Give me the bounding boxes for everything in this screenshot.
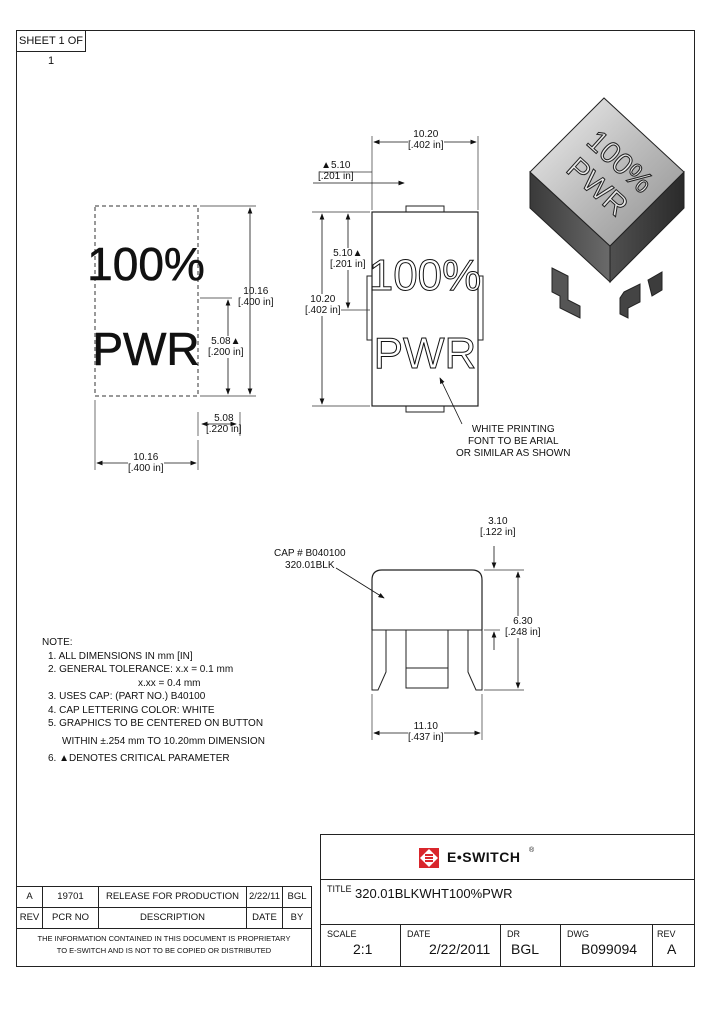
note-item: WITHIN ±.254 mm TO 10.20mm DIMENSION xyxy=(62,735,265,747)
top-tab-dim: ▲5.10[.201 in] xyxy=(318,160,354,182)
left-text-pwr: PWR xyxy=(92,323,199,375)
note-item: x.xx = 0.4 mm xyxy=(138,677,201,689)
isometric-view: 100% PWR xyxy=(529,97,685,319)
note-item: 5. GRAPHICS TO BE CENTERED ON BUTTON xyxy=(48,718,264,729)
info-box: SCALE 2:1 DATE 2/22/2011 DR BGL DWG B099… xyxy=(320,924,695,967)
left-offset-dim: 5.08[.220 in] xyxy=(206,413,242,435)
notes-block: NOTE: 1. ALL DIMENSIONS IN mm [IN] 2. GE… xyxy=(42,636,265,766)
note-item: 6. ▲DENOTES CRITICAL PARAMETER xyxy=(48,753,230,764)
note-item: 4. CAP LETTERING COLOR: WHITE xyxy=(48,704,215,716)
top-half-dim: 5.10▲[.201 in] xyxy=(330,248,366,270)
dwg-cell: DWG B099094 xyxy=(561,925,653,966)
logo-registered: ® xyxy=(529,847,535,854)
note-item: 1. ALL DIMENSIONS IN mm [IN] xyxy=(48,650,193,662)
top-text-pwr: PWR xyxy=(374,329,477,378)
top-width-dim: 10.20[.402 in] xyxy=(408,129,444,151)
top-height-dim: 10.20[.402 in] xyxy=(305,294,341,316)
rev-cell: REV A xyxy=(657,929,677,957)
title-value: 320.01BLKWHT100%PWR xyxy=(355,886,513,901)
top-view: 100% PWR xyxy=(312,136,484,425)
left-half-dim: 5.08▲[.200 in] xyxy=(208,336,244,358)
notes-heading: NOTE: xyxy=(42,637,73,648)
left-width-dim: 10.16[.400 in] xyxy=(128,452,164,474)
eswitch-logo-icon xyxy=(419,848,439,868)
side-height-dim: 6.30[.248 in] xyxy=(505,616,541,638)
sheet-label: SHEET 1 OF 1 xyxy=(16,30,86,67)
title-label: TITLE xyxy=(327,884,352,894)
revision-row: A 19701 RELEASE FOR PRODUCTION 2/22/11 B… xyxy=(16,886,312,908)
drawn-by-cell: DR BGL xyxy=(501,925,561,966)
side-width-dim: 11.10[.437 in] xyxy=(408,721,444,743)
note-item: 3. USES CAP: (PART NO.) B40100 xyxy=(48,691,206,702)
revision-header: REV PCR NO DESCRIPTION DATE BY xyxy=(16,907,312,929)
left-height-dim: 10.16[.400 in] xyxy=(238,286,274,308)
printing-callout: WHITE PRINTING FONT TO BE ARIAL OR SIMIL… xyxy=(456,424,571,459)
scale-cell: SCALE 2:1 xyxy=(321,925,401,966)
proprietary-notice: THE INFORMATION CONTAINED IN THIS DOCUME… xyxy=(16,928,312,967)
side-view xyxy=(335,546,524,740)
logo-text: E•SWITCH xyxy=(447,849,521,865)
note-item: 2. GENERAL TOLERANCE: x.x = 0.1 mm xyxy=(48,664,234,675)
date-cell: DATE 2/22/2011 xyxy=(401,925,501,966)
top-text-100: 100% xyxy=(369,251,482,300)
side-top-dim: 3.10[.122 in] xyxy=(480,516,516,538)
logo-box: E•SWITCH ® xyxy=(320,834,695,880)
title-box: TITLE 320.01BLKWHT100%PWR xyxy=(320,879,695,925)
left-graphic-view: 100% PWR xyxy=(87,205,256,470)
left-text-100: 100% xyxy=(87,238,205,290)
